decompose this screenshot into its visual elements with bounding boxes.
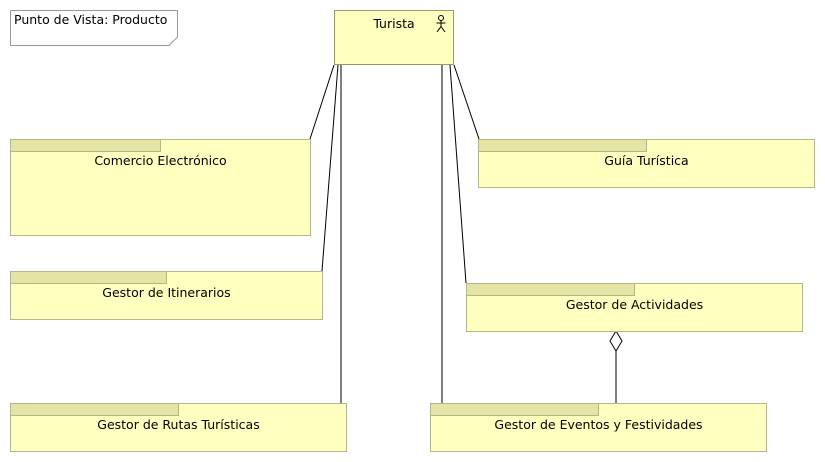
component-label: Gestor de Rutas Turísticas (97, 417, 260, 432)
component-tab (466, 283, 635, 296)
component-label: Gestor de Eventos y Festividades (494, 417, 703, 432)
viewpoint-note: Punto de Vista: Producto (10, 10, 178, 46)
component-tab (10, 271, 167, 284)
component-tab (430, 403, 599, 416)
note-shape (10, 10, 178, 46)
aggregation-diamond-icon (609, 330, 623, 352)
association-turista-gestor-actividades (449, 64, 467, 284)
association-turista-gestor-itinerarios (321, 64, 339, 272)
component-tab (478, 139, 647, 152)
component-gestor-rutas[interactable]: Gestor de Rutas Turísticas (10, 403, 347, 452)
component-guia-turistica[interactable]: Guía Turística (478, 139, 815, 188)
association-turista-comercio-electronico (309, 64, 335, 140)
component-comercio-electronico[interactable]: Comercio Electrónico (10, 139, 311, 236)
actor-turista[interactable]: Turista (334, 10, 454, 65)
component-label: Comercio Electrónico (94, 153, 227, 168)
component-label: Gestor de Itinerarios (102, 285, 231, 300)
component-label: Gestor de Actividades (565, 297, 704, 312)
actor-turista-label: Turista (373, 16, 415, 31)
component-gestor-actividades[interactable]: Gestor de Actividades (466, 283, 803, 332)
component-gestor-itinerarios[interactable]: Gestor de Itinerarios (10, 271, 323, 320)
component-gestor-eventos[interactable]: Gestor de Eventos y Festividades (430, 403, 767, 452)
component-tab (10, 403, 179, 416)
association-turista-guia-turistica (453, 64, 480, 140)
viewpoint-note-text: Punto de Vista: Producto (14, 12, 168, 27)
stick-figure-icon (436, 15, 446, 33)
component-label: Guía Turística (604, 153, 689, 168)
component-tab (10, 139, 161, 152)
